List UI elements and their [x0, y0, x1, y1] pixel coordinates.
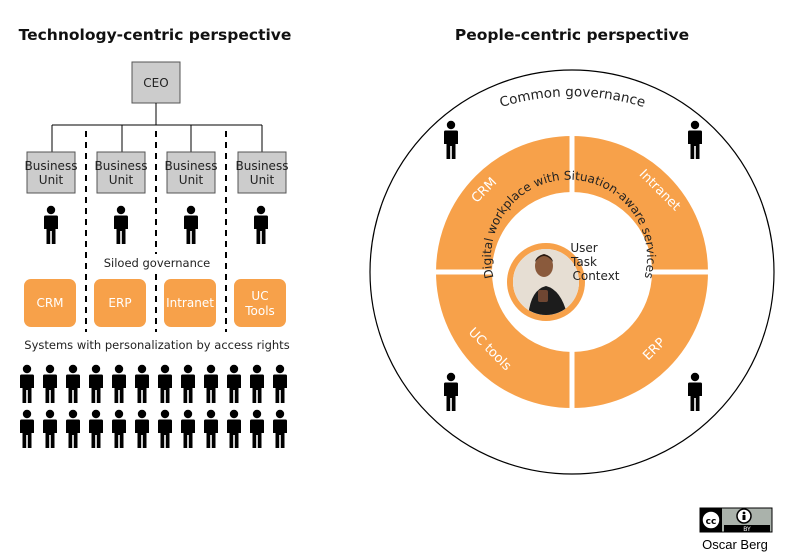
- person-icon: [158, 364, 172, 403]
- system-intranet: Intranet: [164, 279, 216, 327]
- common-governance-circle: [369, 69, 775, 475]
- business-unit-3: Business Unit: [165, 151, 218, 194]
- person-icon: [444, 120, 458, 159]
- person-icon: [89, 364, 103, 403]
- silo-dividers: [85, 131, 227, 332]
- system-uc-tools: UC Tools: [234, 279, 286, 327]
- person-icon: [43, 409, 57, 448]
- business-unit-3-line2: Unit: [179, 173, 204, 187]
- left-title: Technology-centric perspective: [19, 26, 292, 44]
- person-icon: [66, 364, 80, 403]
- business-unit-1-line2: Unit: [39, 173, 64, 187]
- system-uc-tools-line1: UC: [251, 289, 268, 303]
- system-crm-label: CRM: [36, 296, 63, 310]
- governance-label-bg: [100, 254, 214, 272]
- business-unit-4-line1: Business: [236, 159, 289, 173]
- person-icon: [181, 364, 195, 403]
- context-user: User: [570, 241, 597, 255]
- person-icon: [20, 409, 34, 448]
- business-unit-2-line2: Unit: [109, 173, 134, 187]
- ceo-box: CEO: [131, 61, 181, 104]
- person-icon: [688, 120, 702, 159]
- user-crowd: [20, 364, 287, 448]
- business-unit-4-line2: Unit: [250, 173, 275, 187]
- person-icon: [112, 364, 126, 403]
- person-icon: [44, 205, 58, 244]
- context-context: Context: [572, 269, 619, 283]
- person-icon: [204, 364, 218, 403]
- person-icon: [135, 409, 149, 448]
- system-crm: CRM: [24, 279, 76, 327]
- business-unit-1-line1: Business: [25, 159, 78, 173]
- person-icon: [227, 409, 241, 448]
- system-uc-tools-line2: Tools: [244, 304, 275, 318]
- business-unit-1: Business Unit: [25, 151, 78, 194]
- person-icon: [227, 364, 241, 403]
- right-title: People-centric perspective: [455, 26, 689, 44]
- cc-by-badge: cc BY: [699, 507, 773, 533]
- person-icon: [204, 409, 218, 448]
- person-icon: [273, 409, 287, 448]
- author-credit: Oscar Berg: [702, 537, 768, 552]
- system-erp: ERP: [94, 279, 146, 327]
- person-icon: [20, 364, 34, 403]
- ring-separators: [434, 134, 710, 410]
- person-icon: [89, 409, 103, 448]
- common-governance-text: Common governance: [498, 84, 647, 111]
- system-erp-label: ERP: [108, 296, 131, 310]
- person-icon: [273, 364, 287, 403]
- person-icon: [43, 364, 57, 403]
- person-icon: [250, 364, 264, 403]
- system-intranet-label: Intranet: [166, 296, 214, 310]
- business-unit-4: Business Unit: [236, 151, 289, 194]
- person-icon: [135, 364, 149, 403]
- person-icon: [114, 205, 128, 244]
- by-label: BY: [743, 526, 751, 533]
- ceo-label: CEO: [143, 76, 168, 90]
- business-unit-2-line1: Business: [95, 159, 148, 173]
- context-task: Task: [570, 255, 597, 269]
- person-icon: [688, 372, 702, 411]
- person-icon: [250, 409, 264, 448]
- siloed-governance-label: Siloed governance: [104, 256, 211, 270]
- person-icon: [66, 409, 80, 448]
- user-photo: [507, 243, 585, 321]
- person-icon: [181, 409, 195, 448]
- org-chart-lines: [51, 103, 263, 152]
- cc-icon: [701, 510, 721, 530]
- common-governance-label: Common governance: [498, 84, 647, 111]
- person-icon: [254, 205, 268, 244]
- person-icon: [184, 205, 198, 244]
- cc-label: cc: [706, 517, 717, 527]
- person-icon: [444, 372, 458, 411]
- person-icon: [158, 409, 172, 448]
- personalization-label: Systems with personalization by access r…: [24, 338, 289, 352]
- person-icon: [112, 409, 126, 448]
- business-unit-3-line1: Business: [165, 159, 218, 173]
- business-unit-2: Business Unit: [95, 151, 148, 194]
